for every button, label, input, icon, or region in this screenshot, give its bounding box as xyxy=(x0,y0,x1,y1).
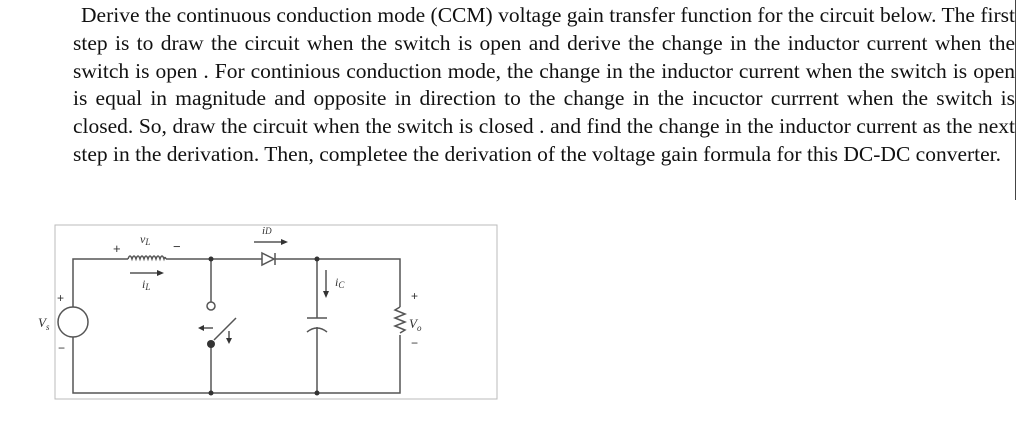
diode-icon xyxy=(261,251,276,267)
resistor-icon xyxy=(392,306,408,334)
question-text-block: Derive the continuous conduction mode (C… xyxy=(73,2,1015,169)
switch-closed-terminal xyxy=(207,340,215,348)
capacitor-current-label: iC xyxy=(335,275,345,290)
output-voltage-label: Vo xyxy=(409,316,422,333)
output-plus-sign: + xyxy=(411,289,418,303)
wire-bottom xyxy=(72,335,401,394)
switch-blade-icon xyxy=(213,317,237,341)
inductor-plus-sign: + xyxy=(113,241,121,256)
circuit-frame xyxy=(54,224,498,400)
source-plus-sign: + xyxy=(57,291,64,305)
wire-left-top xyxy=(72,258,128,307)
page-edge-divider xyxy=(1015,0,1016,200)
switch-open-terminal xyxy=(206,301,216,311)
inductor-icon xyxy=(127,255,167,262)
inductor-minus-sign: − xyxy=(173,239,181,254)
voltage-source-icon xyxy=(57,306,89,338)
source-minus-sign: − xyxy=(58,341,65,355)
question-paragraph: Derive the continuous conduction mode (C… xyxy=(73,3,1015,166)
inductor-voltage-label: vL xyxy=(140,232,150,247)
inductor-current-label: iL xyxy=(142,277,150,292)
output-minus-sign: − xyxy=(411,336,418,350)
source-voltage-label: Vs xyxy=(38,315,50,332)
capacitor-icon xyxy=(306,259,328,393)
diode-current-label: iD xyxy=(262,225,272,237)
